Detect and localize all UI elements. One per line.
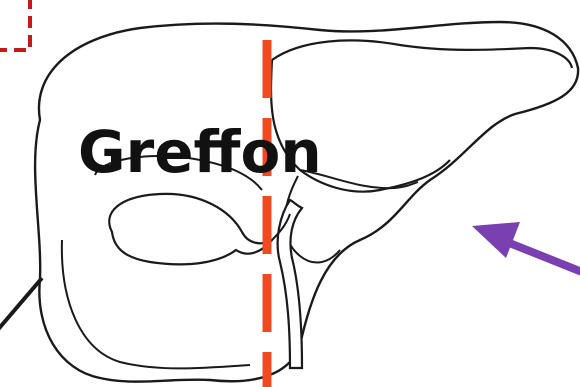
right-lobe-upper-contour [272, 40, 572, 68]
pointer-arrow-head [472, 222, 520, 258]
callout-box [0, 0, 30, 50]
gallbladder [109, 194, 272, 265]
bile-duct [278, 200, 302, 368]
pointer-arrow-shaft [502, 240, 580, 272]
liver-outline [35, 22, 578, 382]
graft-label: Greffon [78, 118, 322, 186]
pointer-arrow [472, 222, 580, 272]
pointer-line [0, 278, 42, 333]
